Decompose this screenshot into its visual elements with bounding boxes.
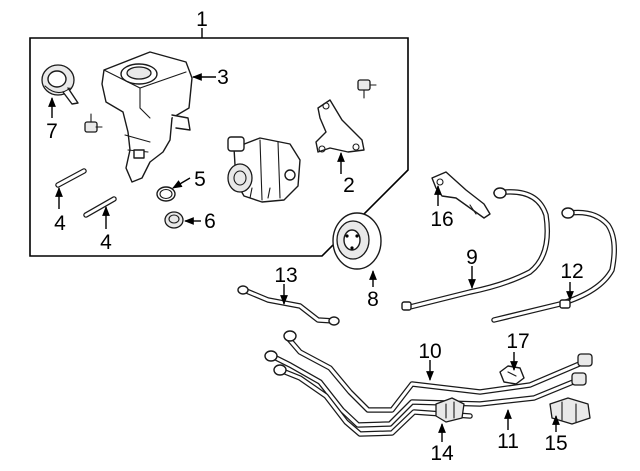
hose-13-part[interactable] <box>237 285 340 326</box>
assembly-frame <box>29 37 409 257</box>
callout-14: 14 <box>430 442 454 465</box>
return-hose-part[interactable] <box>491 207 617 323</box>
callout-6: 6 <box>204 210 216 233</box>
callout-1: 1 <box>196 8 208 31</box>
reservoir-part[interactable] <box>101 51 193 183</box>
o-ring-part[interactable] <box>156 186 176 202</box>
callout-2: 2 <box>343 174 355 197</box>
seal-part[interactable] <box>164 211 184 229</box>
bracket-bolt <box>357 79 377 99</box>
callout-8: 8 <box>367 288 379 311</box>
power-steering-pump <box>227 136 301 203</box>
callout-4a: 4 <box>54 212 66 235</box>
short-hose-part-a[interactable] <box>55 168 87 188</box>
callout-3: 3 <box>217 66 229 89</box>
callout-16: 16 <box>430 208 453 231</box>
callout-4b: 4 <box>100 231 112 254</box>
callout-10: 10 <box>418 340 441 363</box>
callout-9: 9 <box>466 246 478 269</box>
pulley-part[interactable] <box>332 212 382 270</box>
callout-17: 17 <box>506 330 529 353</box>
callout-13: 13 <box>274 264 297 287</box>
clip-17-part[interactable] <box>499 365 525 385</box>
reservoir-cap-part[interactable] <box>41 64 79 105</box>
pressure-hose-part[interactable] <box>401 187 551 311</box>
bracket-part[interactable] <box>315 99 365 153</box>
callout-7: 7 <box>46 120 58 143</box>
short-hose-part-b[interactable] <box>83 196 117 218</box>
cooler-line-assembly[interactable] <box>264 330 593 437</box>
reservoir-bolt <box>84 113 103 133</box>
callout-labels: 1 2 3 4 4 5 6 7 8 9 10 11 12 13 14 15 16… <box>46 8 584 465</box>
callout-15: 15 <box>544 432 567 455</box>
callout-5: 5 <box>194 168 206 191</box>
insulator-15-part[interactable] <box>549 397 591 425</box>
insulator-14-part[interactable] <box>435 397 465 423</box>
leader-lines <box>48 28 574 442</box>
callout-12: 12 <box>560 260 583 283</box>
callout-11: 11 <box>497 430 519 453</box>
